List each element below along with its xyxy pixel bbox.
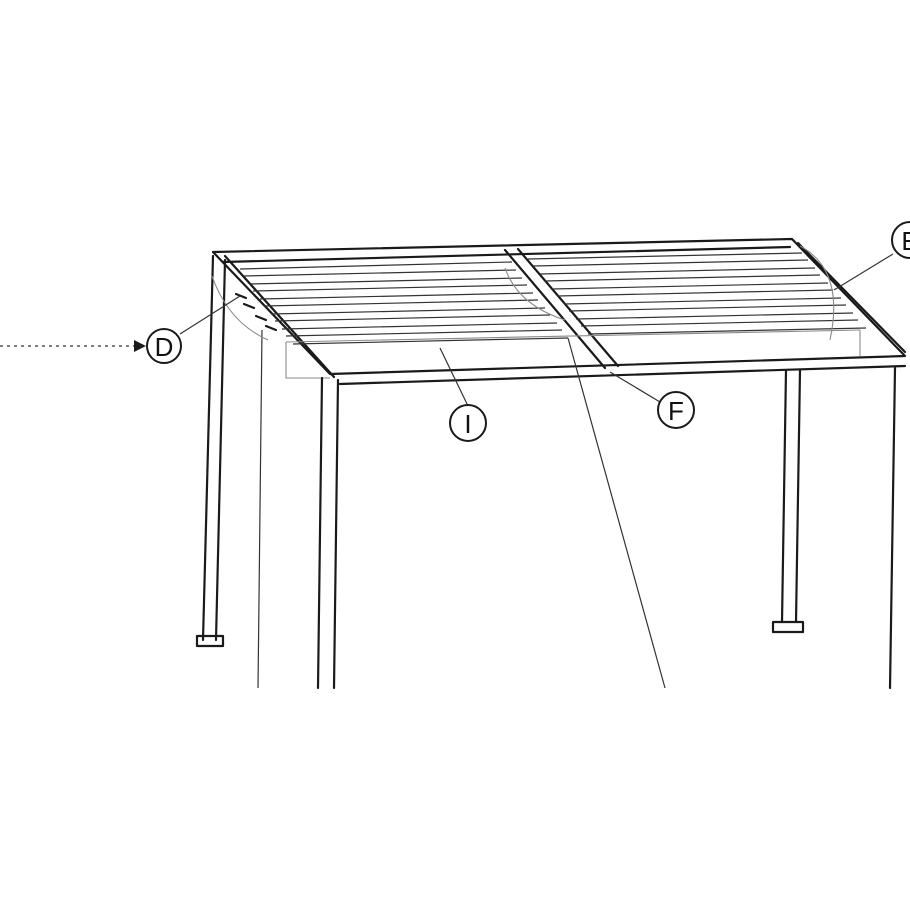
post-front-middle [316, 376, 340, 690]
post-front-left [195, 254, 227, 648]
post-front-right [888, 366, 897, 690]
callout-f: F [609, 371, 695, 429]
post-back-left [257, 329, 263, 689]
callout-f-label: F [668, 396, 684, 426]
callout-d-label: D [155, 332, 174, 362]
callout-d: D [0, 295, 241, 364]
arrow-right-icon [134, 340, 146, 352]
roof-frame [211, 237, 907, 386]
post-back-right [771, 368, 805, 634]
callout-i: I [439, 347, 487, 442]
rear-rail [285, 329, 861, 379]
leader-line [567, 337, 666, 689]
louvers-right [527, 252, 867, 335]
callout-i-label: I [464, 409, 471, 439]
callout-e-label: E [901, 226, 910, 256]
detail-regions [211, 245, 835, 341]
louvers-left [239, 261, 569, 345]
center-beam [503, 247, 620, 370]
louver-endcaps [234, 292, 278, 332]
callout-e: E [833, 221, 910, 291]
